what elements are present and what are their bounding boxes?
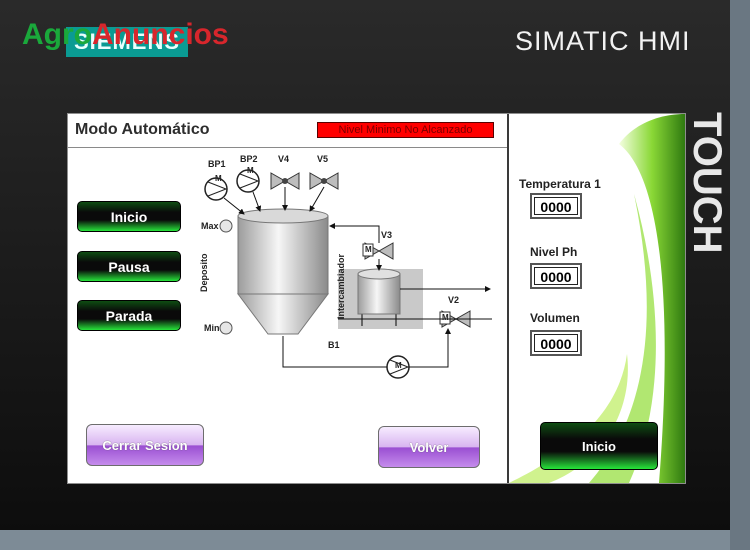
valve-v3-motor-letter: M: [365, 245, 372, 254]
pump-bp1-label: BP1: [208, 159, 226, 169]
bezel-bottom-rim: [0, 530, 750, 550]
valve-v3[interactable]: [362, 242, 394, 260]
pump-bp1[interactable]: [204, 177, 228, 201]
valve-v5-label: V5: [317, 154, 329, 164]
hmi-model-title: SIMATIC HMI: [515, 26, 691, 56]
page-title: Modo Automático: [75, 121, 210, 138]
bezel-right-rim: [730, 0, 750, 550]
min-level-indicator: [219, 321, 233, 335]
valve-v4-label: V4: [278, 154, 290, 164]
start-button[interactable]: Inicio: [77, 201, 181, 232]
back-button[interactable]: Volver: [378, 426, 480, 468]
pump-bp2-motor-letter: M: [247, 166, 254, 175]
home-button[interactable]: Inicio: [540, 422, 658, 470]
volume-label: Volumen: [530, 311, 580, 325]
piping: [223, 186, 492, 368]
pause-button[interactable]: Pausa: [77, 251, 181, 282]
hmi-screen: Modo Automático Nivel Minimo No Alcanzad…: [67, 113, 686, 484]
process-diagram: [204, 169, 492, 379]
temperature-label: Temperatura 1: [519, 177, 601, 191]
min-label: Min: [204, 323, 220, 333]
ph-level-readout: 0000: [530, 263, 582, 289]
volume-readout: 0000: [530, 330, 582, 356]
valve-v3-label: V3: [381, 230, 393, 240]
valve-v2-label: V2: [448, 295, 460, 305]
max-level-indicator: [219, 219, 233, 233]
stop-button[interactable]: Parada: [77, 300, 181, 331]
pump-bp2[interactable]: [236, 169, 260, 193]
pump-bp1-motor-letter: M: [215, 174, 222, 183]
max-label: Max: [201, 221, 219, 231]
pump-b1-motor-letter: M: [395, 361, 402, 370]
header-divider: [68, 147, 507, 148]
ph-level-label: Nivel Ph: [530, 245, 578, 259]
valve-v4[interactable]: [270, 172, 300, 190]
tank-label: Deposito: [199, 253, 209, 292]
temperature-readout: 0000: [530, 193, 582, 219]
valve-v5[interactable]: [309, 172, 339, 190]
storage-tank: [237, 208, 329, 335]
valve-v2-motor-letter: M: [442, 313, 449, 322]
touch-label: TOUCH: [685, 112, 729, 254]
pump-bp2-label: BP2: [240, 154, 258, 164]
siemens-logo: SIEMENS: [66, 27, 188, 57]
logout-button[interactable]: Cerrar Sesion: [86, 424, 204, 466]
alarm-banner: Nivel Minimo No Alcanzado: [317, 122, 494, 138]
panel-divider: [507, 114, 509, 483]
pump-b1-label: B1: [328, 340, 340, 350]
heat-exchanger: [357, 268, 401, 326]
exchanger-label: Intercambiador: [336, 253, 346, 319]
watermark: AgroAnuncios: [22, 18, 229, 51]
